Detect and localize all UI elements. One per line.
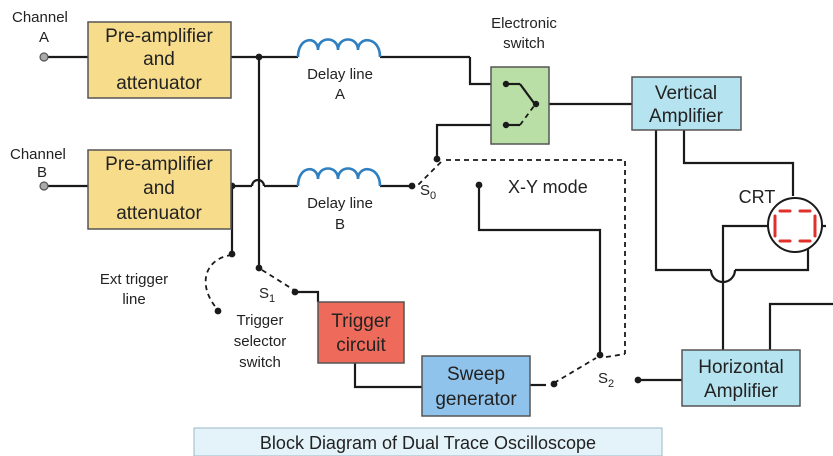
preamp-a-line-1: Pre-amplifier [105,26,213,47]
vertical-amplifier-line-1: Vertical [655,83,717,104]
sweep-generator-block: Sweep generator [421,355,531,417]
electronic-switch-block [490,66,550,145]
s0-label: S0 [420,182,436,202]
caption: Block Diagram of Dual Trace Oscilloscope [193,427,663,456]
vertical-amplifier-block: Vertical Amplifier [631,76,742,131]
preamp-a-block: Pre-amplifier and attenuator [87,21,232,99]
crt-icon [767,197,823,253]
electronic-switch-label-1: Electronic [491,15,557,32]
horizontal-amplifier-line-1: Horizontal [698,357,784,378]
trigger-circuit-block: Trigger circuit [317,301,405,364]
preamp-b-line-1: Pre-amplifier [105,154,213,175]
delay-line-b-icon [296,167,382,187]
trigger-selector-label-2: selector [234,333,287,350]
wires [46,55,833,389]
horizontal-amplifier-block: Horizontal Amplifier [681,349,801,407]
delay-line-a-label-2: A [335,86,345,103]
preamp-b-block: Pre-amplifier and attenuator [87,149,232,230]
delay-line-b-label-1: Delay line [307,195,373,212]
delay-line-b-label-2: B [335,216,345,233]
channel-b-terminal [39,181,49,191]
sweep-generator-line-1: Sweep [447,364,505,385]
channel-a-terminal [39,52,49,62]
channel-b-label-1: Channel [10,146,66,163]
channel-a-label-2: A [39,29,49,46]
vertical-amplifier-line-2: Amplifier [649,106,724,127]
trigger-circuit-line-1: Trigger [331,311,391,332]
ext-trigger-label-2: line [122,291,145,308]
channel-b-label-2: B [37,164,47,181]
xy-mode-label: X-Y mode [508,177,588,197]
preamp-b-line-2: and [143,178,175,199]
trigger-selector-label-3: switch [239,354,281,371]
sweep-generator-line-2: generator [435,389,517,410]
trigger-selector-label-1: Trigger [237,312,284,329]
preamp-b-line-3: attenuator [116,203,202,224]
trigger-circuit-line-2: circuit [336,335,386,356]
crt-label: CRT [739,187,776,207]
electronic-switch-label-2: switch [503,35,545,52]
horizontal-amplifier-line-2: Amplifier [704,381,779,402]
s1-label: S1 [259,285,275,305]
s2-label: S2 [598,370,614,390]
preamp-a-line-2: and [143,49,175,70]
caption-text: Block Diagram of Dual Trace Oscilloscope [260,433,596,453]
ext-trigger-label-1: Ext trigger [100,271,168,288]
delay-line-a-icon [296,38,382,58]
delay-line-a-label-1: Delay line [307,66,373,83]
preamp-a-line-3: attenuator [116,73,202,94]
channel-a-label-1: Channel [12,9,68,26]
